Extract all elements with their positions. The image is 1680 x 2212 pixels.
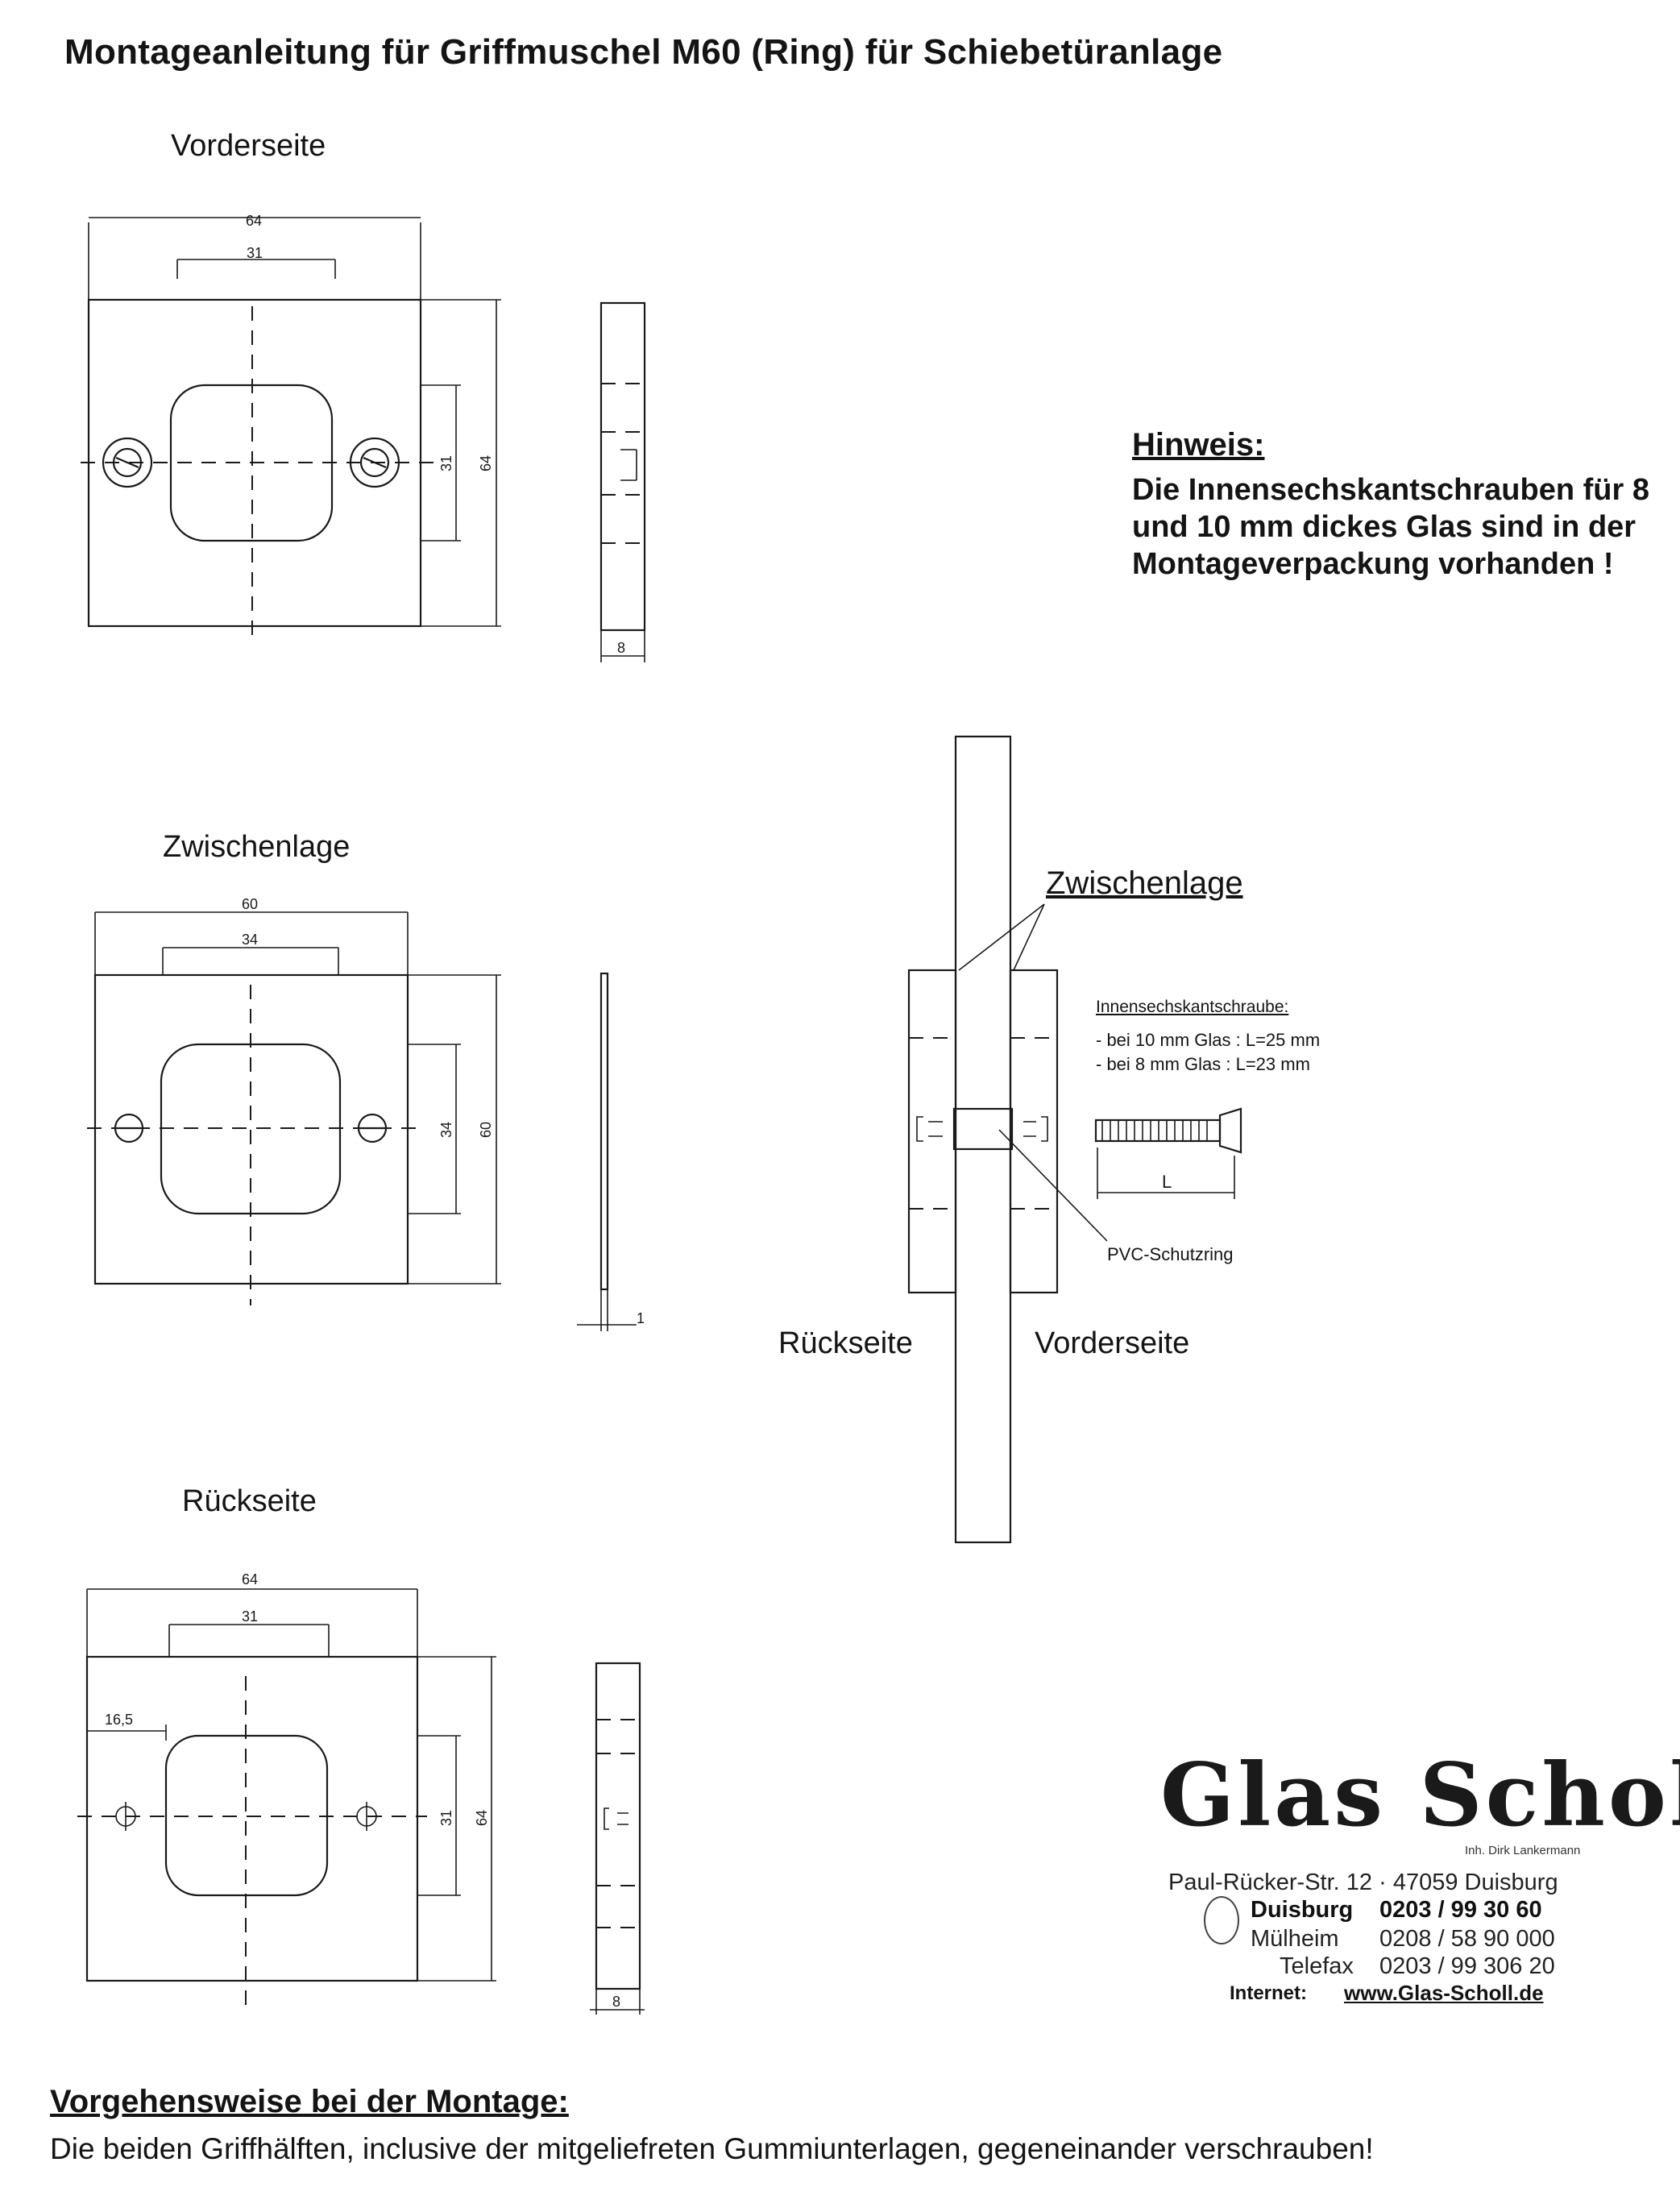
screw-line-8mm: - bei 8 mm Glas : L=23 mm: [1096, 1054, 1310, 1074]
front-thickness-dim: 8: [617, 640, 625, 656]
front-plate-drawing: 64 31 31 64 8: [81, 213, 646, 662]
back-thickness-dim: 8: [612, 1994, 620, 2010]
middle-thickness-dim: 1: [637, 1310, 645, 1326]
fax-label: Telefax: [1280, 1953, 1354, 1979]
company-seal-icon: [1204, 1896, 1239, 1944]
procedure-text: Die beiden Griffhälften, inclusive der m…: [50, 2132, 1374, 2165]
company-address: Paul-Rücker-Str. 12 · 47059 Duisburg: [1168, 1870, 1558, 1895]
middle-layer-drawing: 60 34 34 60 1: [87, 896, 645, 1331]
back-inner-height-dim: 31: [438, 1810, 454, 1826]
middle-inner-height-dim: 34: [438, 1122, 454, 1138]
middle-inner-width-dim: 34: [242, 932, 258, 948]
view-label-back: Rückseite: [182, 1484, 317, 1518]
duisburg-phone: 0203 / 99 30 60: [1379, 1897, 1542, 1923]
procedure-title: Vorgehensweise bei der Montage:: [50, 2084, 569, 2119]
screw-line-10mm: - bei 10 mm Glas : L=25 mm: [1096, 1030, 1321, 1050]
internet-label: Internet:: [1230, 1982, 1307, 2004]
front-inner-height-dim: 31: [438, 455, 454, 471]
assembly-back-label: Rückseite: [778, 1326, 913, 1360]
assembly-front-label: Vorderseite: [1035, 1326, 1190, 1360]
assembly-drawing: L: [907, 735, 1242, 1544]
duisburg-label: Duisburg: [1251, 1897, 1354, 1923]
view-label-front: Vorderseite: [171, 129, 326, 163]
hint-text: Die Innensechskantschrauben für 8 und 10…: [1132, 473, 1649, 581]
front-height-dim: 64: [478, 455, 494, 471]
front-inner-width-dim: 31: [247, 245, 263, 261]
screw-thread: [1101, 1120, 1208, 1141]
website-link[interactable]: www.Glas-Scholl.de: [1344, 1981, 1544, 2005]
back-plate-drawing: 64 31 16,5 31 64 8: [77, 1571, 645, 2015]
screw-length-label: L: [1162, 1172, 1172, 1192]
back-inner-width-dim: 31: [242, 1608, 258, 1625]
company-logo: Glas Scholl: [1160, 1745, 1680, 1846]
back-offset-dim: 16,5: [105, 1712, 133, 1728]
muelheim-phone: 0208 / 58 90 000: [1379, 1926, 1555, 1952]
front-width-dim: 64: [246, 213, 262, 229]
back-width-dim: 64: [242, 1571, 258, 1587]
hint-title: Hinweis:: [1132, 427, 1265, 463]
pvc-ring-label: PVC-Schutzring: [1107, 1244, 1234, 1264]
assembly-layer-label: Zwischenlage: [1046, 865, 1243, 901]
muelheim-label: Mülheim: [1251, 1926, 1339, 1952]
middle-width-dim: 60: [242, 896, 258, 912]
fax-phone: 0203 / 99 306 20: [1379, 1953, 1555, 1979]
screw-title: Innensechskantschraube:: [1096, 998, 1289, 1016]
back-height-dim: 64: [474, 1810, 490, 1826]
middle-height-dim: 60: [478, 1122, 494, 1138]
logo-owner: Inh. Dirk Lankermann: [1465, 1844, 1581, 1857]
view-label-middle: Zwischenlage: [163, 830, 351, 864]
page-title: Montageanleitung für Griffmuschel M60 (R…: [64, 32, 1223, 72]
